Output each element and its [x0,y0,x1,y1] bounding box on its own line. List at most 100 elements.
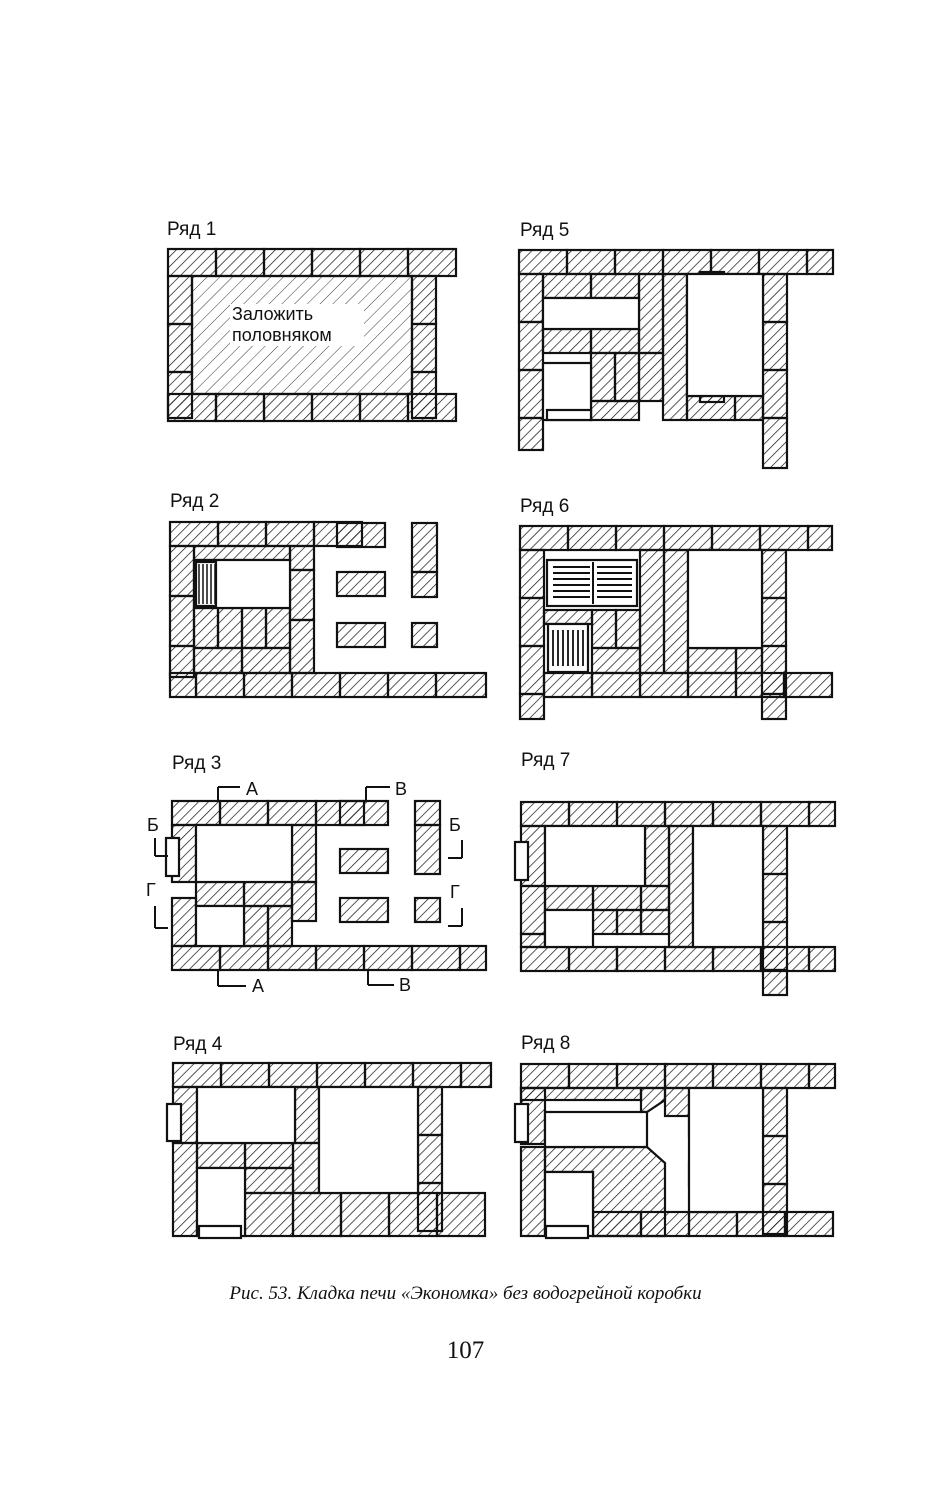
brick [662,524,714,552]
brick [589,272,641,300]
brick [517,320,545,372]
row-4-label: Ряд 4 [173,1034,223,1055]
brick [386,671,438,699]
brick [589,351,617,403]
brick [782,671,834,699]
flue-channel [687,1086,765,1214]
brick [166,274,194,326]
page-number: 107 [446,1337,485,1364]
brick [168,594,196,648]
brick [711,800,763,828]
brick [591,1210,643,1238]
brick [410,521,439,574]
brick [567,1062,619,1090]
brick [435,1191,487,1238]
brick [218,799,270,827]
brick [266,944,318,972]
brick [413,896,442,924]
section-mark-v-top: В [395,779,408,799]
brick [171,1141,199,1238]
brick [760,548,788,600]
brick [734,671,786,699]
brick [335,521,387,549]
brick [807,945,837,973]
brick [358,392,410,423]
brick [262,392,314,423]
figure-caption: Рис. 53. Кладка печи «Экономка» без водо… [229,1283,702,1304]
brick [638,671,690,699]
brick [518,596,546,648]
brick [734,646,764,675]
brick [243,1191,295,1238]
brick [591,908,619,936]
brick [214,392,266,423]
brick [519,945,571,973]
brick [637,351,665,403]
brick [759,800,811,828]
brick [518,692,546,721]
brick [338,896,390,924]
section-mark-b-right: Б [449,815,461,835]
brick [761,272,789,324]
brick [288,568,316,622]
brick [264,606,292,650]
brick [614,524,666,552]
brick [519,800,571,828]
firebox-opening [195,1085,297,1145]
row-8-label: Ряд 8 [521,1033,571,1054]
brick [517,272,545,324]
brick [615,1062,667,1090]
flue-channel [686,548,764,650]
brick [288,618,316,675]
row-1-label: Ряд 1 [167,219,217,240]
brick [758,524,810,552]
brick [686,646,738,675]
brick [216,520,268,548]
ash-pit-opening [195,1166,247,1238]
brick [338,799,390,827]
brick [406,247,458,278]
row-3-label: Ряд 3 [172,753,222,774]
brick [267,1061,319,1089]
brick [338,847,390,875]
brick [166,370,194,420]
brick [362,944,414,972]
brick [240,606,268,650]
brick [288,544,316,572]
brick [518,548,546,600]
brick [410,322,438,374]
brick [542,608,594,626]
brick [291,1141,321,1195]
brick [315,1061,367,1089]
brick [541,272,593,300]
brick [310,247,362,278]
firebox-door [513,840,530,882]
brick [410,370,438,420]
brick [314,944,366,972]
brick [591,884,643,912]
brick [541,327,593,355]
row-1-note: Заложить половняком [230,304,364,346]
section-mark-v-bottom: В [399,975,412,995]
brick [517,248,569,276]
brick [413,823,442,876]
brick [192,606,220,650]
section-mark-g-left: Г [146,880,156,900]
brick [761,416,789,470]
brick [518,524,570,552]
brick [170,944,222,972]
brick [166,247,218,278]
brick [567,945,619,973]
brick [761,872,789,924]
brick [686,671,738,699]
brick [416,1133,444,1185]
ash-pit-opening [194,904,246,948]
brick [168,544,196,598]
row-7-label: Ряд 7 [521,750,571,771]
brick [192,646,244,675]
brick [685,394,737,422]
brick [170,799,222,827]
brick [639,884,671,912]
brick [171,1061,223,1089]
brick [711,1062,763,1090]
